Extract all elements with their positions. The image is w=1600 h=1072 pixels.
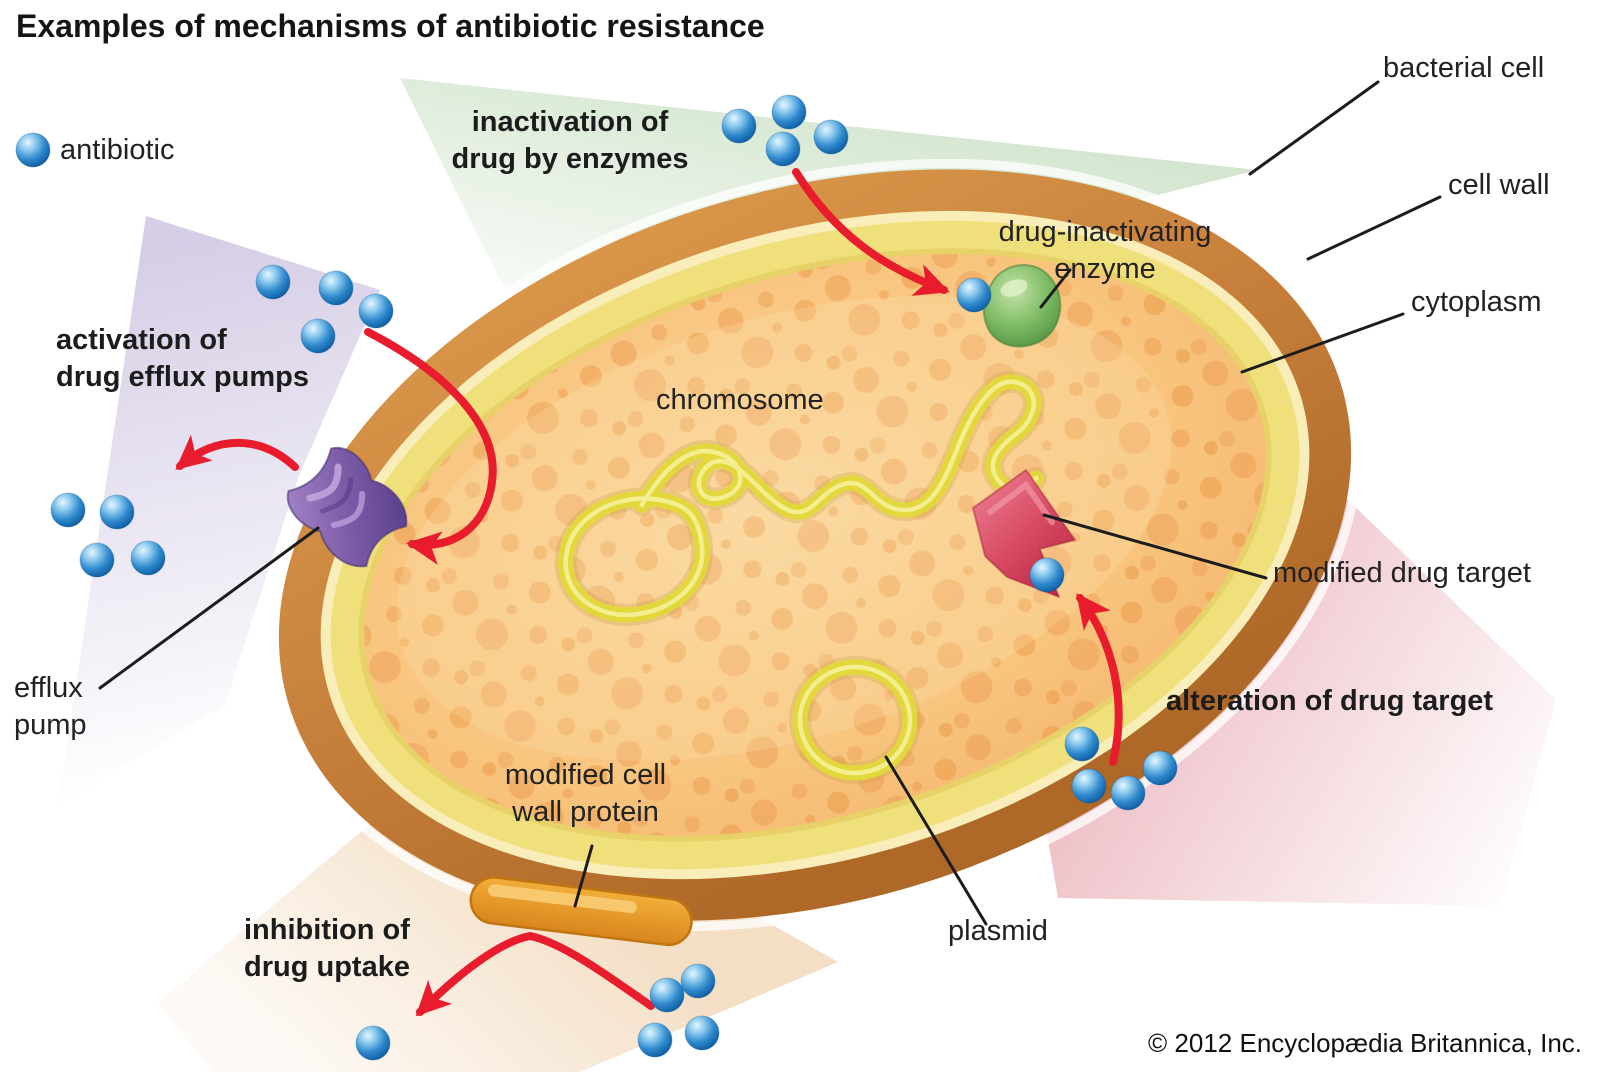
leader-modified-drug-target [1042, 513, 1268, 580]
antibiotic-sphere [771, 94, 807, 130]
label-cell-wall: cell wall [1448, 169, 1550, 201]
leader-cytoplasm [1240, 312, 1405, 374]
label-mechanism-alteration: alteration of drug target [1166, 685, 1494, 717]
arrow-efflux-out [175, 434, 299, 471]
antibiotic-sphere [1110, 775, 1146, 811]
modified-cell-wall-protein-shape [469, 876, 693, 947]
antibiotic-sphere [649, 977, 685, 1013]
label-mechanism-efflux: activation of drug efflux pumps [56, 324, 309, 393]
antibiotic-sphere [1142, 750, 1178, 786]
leader-wall-protein [573, 844, 594, 908]
antibiotic-sphere [1064, 726, 1100, 762]
label-mechanism-inactivation: inactivation of drug by enzymes [451, 106, 689, 175]
label-drug-inactivating-enzyme: drug-inactivating enzyme [998, 216, 1212, 285]
antibiotic-sphere [15, 132, 51, 168]
leader-bacterial-cell [1248, 80, 1380, 176]
plasmid-ring [789, 656, 921, 784]
label-modified-drug-target: modified drug target [1273, 557, 1531, 589]
label-modified-cell-wall-protein: modified cell wall protein [504, 759, 667, 828]
leader-plasmid [884, 755, 988, 926]
antibiotic-sphere [130, 540, 166, 576]
legend-antibiotic-label: antibiotic [60, 134, 175, 166]
arrow-uptake [415, 931, 655, 1017]
arrow-alteration [1076, 593, 1123, 766]
antibiotic-sphere [680, 963, 716, 999]
label-plasmid: plasmid [948, 915, 1048, 947]
label-mechanism-uptake: inhibition of drug uptake [244, 914, 410, 983]
antibiotic-sphere [765, 131, 801, 167]
label-chromosome: chromosome [656, 384, 824, 416]
antibiotic-sphere [99, 494, 135, 530]
antibiotic-sphere [1071, 768, 1107, 804]
antibiotic-sphere [50, 492, 86, 528]
leader-enzyme [1039, 268, 1072, 309]
leader-efflux-pump [98, 526, 320, 690]
arrow-inactivation [792, 168, 950, 296]
antibiotic-sphere [637, 1022, 673, 1058]
antibiotic-sphere [255, 264, 291, 300]
antibiotic-sphere [684, 1015, 720, 1051]
chromosome-squiggle [554, 370, 1047, 626]
leader-cell-wall [1306, 195, 1442, 261]
antibiotic-sphere [1029, 557, 1065, 593]
antibiotic-sphere [318, 270, 354, 306]
copyright-notice: © 2012 Encyclopædia Britannica, Inc. [1148, 1028, 1582, 1058]
label-bacterial-cell: bacterial cell [1383, 52, 1545, 84]
antibiotic-sphere [813, 119, 849, 155]
antibiotic-sphere [79, 542, 115, 578]
background-ray-purple [58, 216, 380, 805]
antibiotic-sphere [721, 108, 757, 144]
antibiotic-sphere [355, 1025, 391, 1061]
label-cytoplasm: cytoplasm [1411, 286, 1542, 318]
page-title: Examples of mechanisms of antibiotic res… [16, 8, 765, 44]
arrow-efflux-in [364, 328, 497, 565]
label-efflux-pump: efflux pump [14, 672, 87, 741]
drug-inactivating-enzyme-blob [982, 264, 1062, 348]
antibiotic-sphere [358, 293, 394, 329]
efflux-pump-shape [286, 446, 408, 568]
